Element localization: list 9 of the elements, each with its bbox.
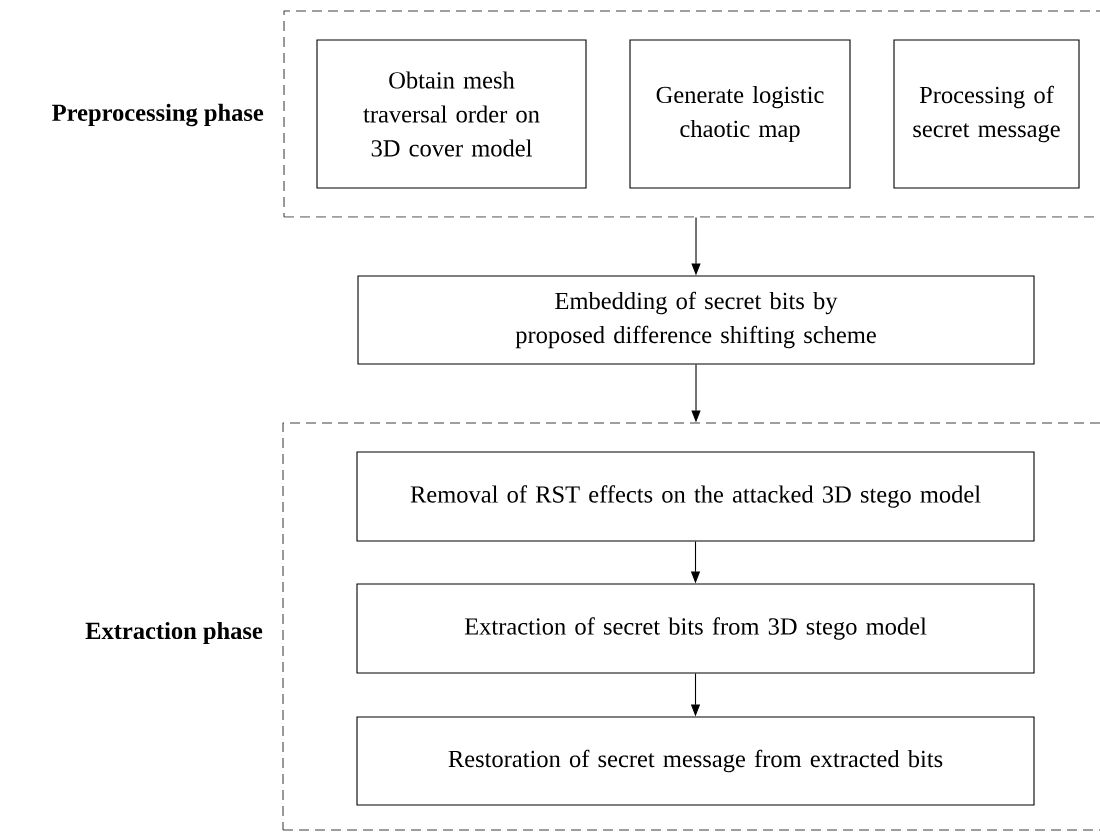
process-box: Extraction of secret bits from 3D stego model — [356, 583, 1035, 674]
process-box: Processing of secret message — [893, 39, 1080, 189]
process-box: Restoration of secret message from extracted bits — [356, 716, 1035, 806]
process-box: Embedding of secret bits by proposed difference shifting scheme — [357, 275, 1035, 365]
process-box: Removal of RST effects on the attacked 3D stego model — [356, 451, 1035, 542]
phase-label: Preprocessing phase — [52, 103, 264, 127]
phase-label: Extraction phase — [85, 621, 263, 645]
process-box: Generate logistic chaotic map — [629, 39, 851, 189]
process-box: Obtain mesh traversal order on 3D cover model — [316, 39, 587, 189]
